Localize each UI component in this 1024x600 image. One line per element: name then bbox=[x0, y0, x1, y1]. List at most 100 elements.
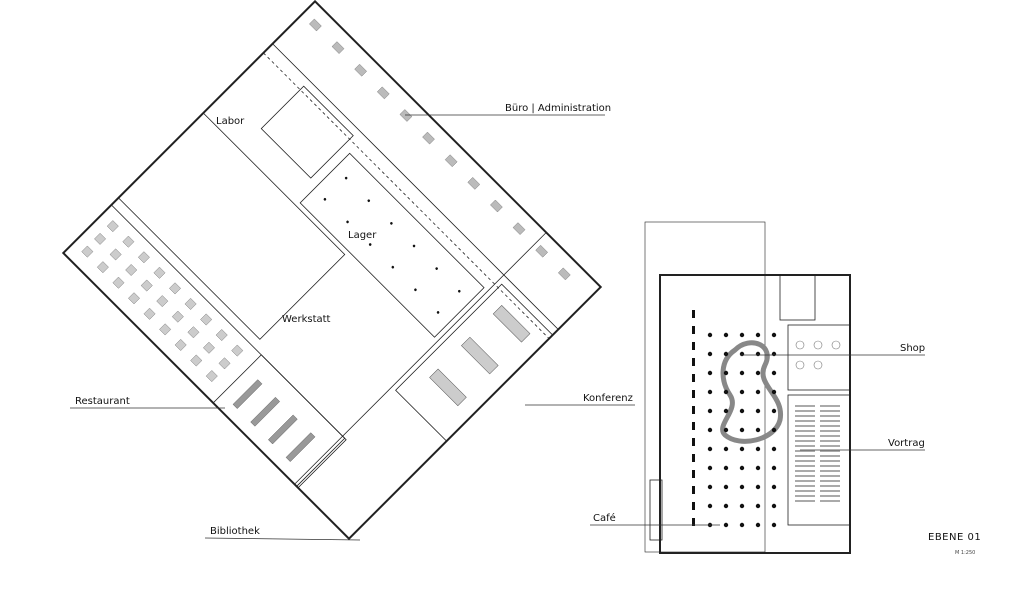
seat-row bbox=[820, 430, 840, 432]
seat-row bbox=[820, 465, 840, 467]
column bbox=[771, 465, 777, 471]
labor-room bbox=[260, 85, 354, 179]
seat-row bbox=[820, 475, 840, 477]
column bbox=[739, 522, 745, 528]
werkstatt-room bbox=[117, 112, 346, 340]
side-building bbox=[644, 221, 851, 554]
column bbox=[436, 311, 440, 314]
bookshelf bbox=[285, 432, 316, 462]
label-lager: Lager bbox=[348, 230, 377, 241]
column bbox=[723, 503, 729, 509]
column bbox=[755, 446, 761, 452]
column bbox=[771, 408, 777, 414]
seat-row bbox=[795, 480, 815, 482]
restaurant-table bbox=[140, 279, 153, 292]
column bbox=[723, 408, 729, 414]
column bbox=[739, 332, 745, 338]
column bbox=[739, 370, 745, 376]
wall-pillar bbox=[692, 518, 695, 526]
conference-table bbox=[492, 305, 531, 343]
restaurant-table bbox=[156, 295, 169, 308]
konferenz-room bbox=[395, 283, 554, 442]
column bbox=[739, 427, 745, 433]
seat-row bbox=[820, 460, 840, 462]
column bbox=[755, 427, 761, 433]
seat-row bbox=[820, 440, 840, 442]
seat-row bbox=[795, 420, 815, 422]
seat-row bbox=[820, 415, 840, 417]
seat-row bbox=[795, 450, 815, 452]
leader-bibliothek bbox=[204, 537, 361, 541]
restaurant-table bbox=[190, 354, 203, 367]
column bbox=[391, 265, 395, 269]
bookshelf bbox=[232, 379, 263, 409]
wall-pillar bbox=[692, 406, 695, 414]
restaurant-table bbox=[174, 339, 187, 351]
column bbox=[755, 503, 761, 509]
office-wing bbox=[272, 0, 602, 330]
column bbox=[707, 370, 713, 376]
seat-row bbox=[795, 405, 815, 407]
seat-row bbox=[820, 435, 840, 437]
seat-row bbox=[820, 495, 840, 497]
column bbox=[707, 484, 713, 490]
seat-row bbox=[795, 495, 815, 497]
column bbox=[771, 332, 777, 338]
column bbox=[771, 351, 777, 357]
restaurant-table bbox=[128, 292, 140, 305]
column bbox=[346, 220, 349, 224]
seat-row bbox=[820, 445, 840, 447]
wall-pillar bbox=[692, 438, 695, 446]
wall-pillar bbox=[692, 502, 695, 510]
column bbox=[390, 222, 393, 225]
desk bbox=[376, 86, 390, 100]
column bbox=[755, 351, 761, 357]
seat-row bbox=[820, 410, 840, 412]
restaurant-table bbox=[81, 245, 94, 258]
label-konferenz: Konferenz bbox=[583, 393, 633, 404]
desk bbox=[331, 41, 345, 54]
lager-room bbox=[299, 152, 485, 338]
seat-row bbox=[820, 485, 840, 487]
restaurant-table bbox=[215, 329, 228, 341]
display-table bbox=[795, 360, 805, 370]
label-vortrag: Vortrag bbox=[888, 438, 925, 449]
column bbox=[771, 503, 777, 509]
column bbox=[414, 288, 417, 292]
display-table bbox=[831, 340, 841, 350]
seat-row bbox=[795, 415, 815, 417]
column bbox=[723, 389, 729, 395]
restaurant-table bbox=[122, 235, 135, 248]
column bbox=[739, 484, 745, 490]
column-grid bbox=[692, 310, 841, 528]
bookshelf bbox=[268, 414, 298, 445]
label-bibliothek: Bibliothek bbox=[210, 526, 260, 537]
restaurant-table bbox=[143, 307, 156, 320]
side-building-outline bbox=[659, 274, 851, 554]
desk bbox=[512, 222, 526, 235]
restaurant-table bbox=[200, 313, 213, 326]
column bbox=[771, 389, 777, 395]
seat-row bbox=[795, 425, 815, 427]
column bbox=[771, 370, 777, 376]
wall-pillar bbox=[692, 310, 695, 318]
column bbox=[723, 465, 729, 471]
restaurant-table bbox=[171, 310, 184, 323]
desk bbox=[467, 177, 481, 190]
main-building bbox=[61, 0, 603, 541]
wall-pillar bbox=[692, 358, 695, 366]
column bbox=[707, 427, 713, 433]
conference-table bbox=[461, 336, 499, 375]
wall-pillar bbox=[692, 470, 695, 478]
column bbox=[739, 465, 745, 471]
seat-row bbox=[820, 425, 840, 427]
column bbox=[739, 389, 745, 395]
seat-row bbox=[820, 470, 840, 472]
display-table bbox=[795, 340, 805, 350]
desk bbox=[309, 18, 322, 32]
seat-row bbox=[795, 430, 815, 432]
wall-pillar bbox=[692, 454, 695, 462]
vortrag-room bbox=[787, 394, 851, 526]
column bbox=[755, 370, 761, 376]
column bbox=[739, 446, 745, 452]
